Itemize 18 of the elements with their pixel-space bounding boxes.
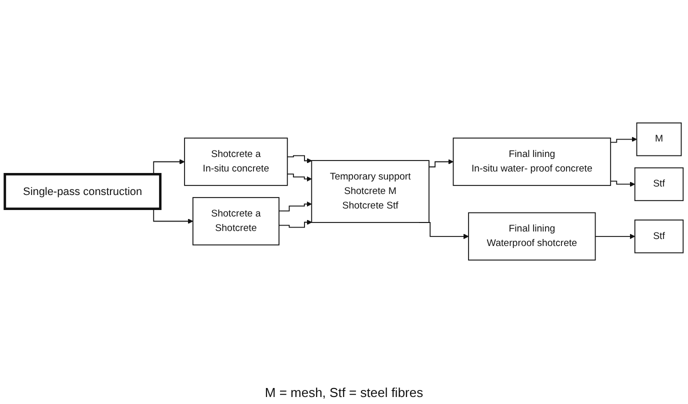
node-box: Shotcrete a Shotcrete <box>192 197 280 246</box>
arrow <box>278 201 312 212</box>
node-box: M <box>636 122 682 156</box>
arrow <box>428 159 454 168</box>
node-box: Shotcrete a In-situ concrete <box>184 138 288 186</box>
node-box: Temporary support Shotcrete M Shotcrete Stf <box>311 160 430 223</box>
arrow <box>610 180 636 187</box>
node-box: Stf <box>634 220 684 254</box>
legend-note: M = mesh, Stf = steel fibres <box>264 385 424 400</box>
arrow <box>610 136 637 143</box>
node-box: Final lining Waterproof shotcrete <box>468 212 596 261</box>
node-box: Final lining In-situ water- proof concrete <box>452 138 612 186</box>
arrow <box>286 155 312 164</box>
node-box: Single-pass construction <box>4 173 162 210</box>
arrow <box>286 174 312 182</box>
node-box: Stf <box>634 167 684 202</box>
arrow <box>278 220 312 228</box>
arrow <box>594 234 636 240</box>
